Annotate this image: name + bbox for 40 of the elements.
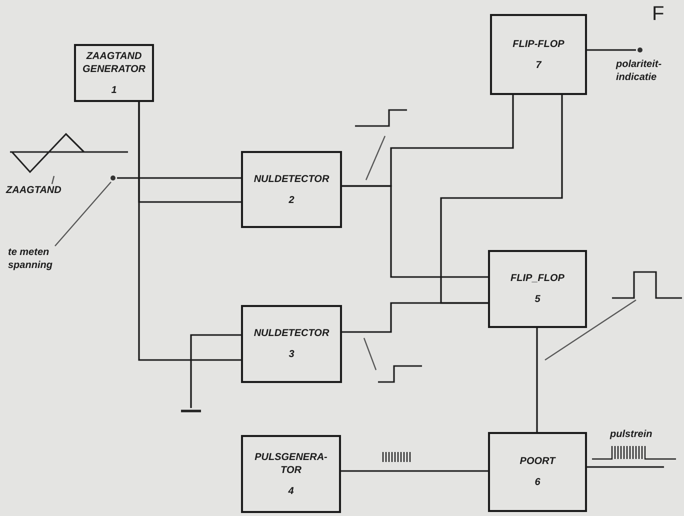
- leader-line: [365, 136, 386, 180]
- terminal-label: polariteit-indicatie: [616, 58, 663, 84]
- wire: [190, 334, 241, 408]
- wire: [117, 177, 241, 179]
- block-title: FLIP_FLOP: [510, 272, 564, 285]
- block-title: NULDETECTOR: [254, 172, 330, 186]
- block-box: [488, 250, 587, 328]
- block-title: PULSGENERA-TOR: [254, 450, 328, 476]
- signal-label: ZAAGTAND: [6, 184, 72, 197]
- signal-label: te meten spanning: [8, 246, 70, 272]
- block-number: 3: [288, 348, 294, 361]
- wire: [342, 185, 488, 278]
- block-box: [74, 44, 154, 102]
- block-number: 4: [288, 484, 294, 498]
- block-title: NULDETECTOR: [254, 327, 330, 340]
- block-number: 5: [534, 293, 540, 306]
- signal-label: pulstrein: [610, 428, 652, 441]
- block-number: 7: [536, 58, 542, 72]
- leader-line: [544, 300, 636, 360]
- wire: [440, 95, 563, 304]
- block-title: FLIP-FLOP: [512, 38, 564, 50]
- wire: [587, 49, 636, 51]
- block-box: [241, 151, 342, 228]
- block-number: 1: [111, 84, 117, 96]
- block-box: [488, 432, 587, 512]
- wire: [536, 328, 538, 432]
- wire: [587, 466, 664, 468]
- figure-letter: F: [652, 2, 664, 26]
- leader-line: [363, 338, 377, 370]
- leader-line: [54, 182, 112, 246]
- block-box: [241, 305, 342, 383]
- block-title: POORT: [520, 455, 556, 468]
- block-title: ZAAGTAND GENERATOR: [82, 50, 146, 76]
- block-box: [241, 435, 341, 513]
- wire: [341, 470, 488, 472]
- wire: [138, 102, 241, 361]
- block-number: 6: [534, 476, 540, 489]
- block-box: [490, 14, 587, 95]
- block-number: 2: [288, 194, 294, 206]
- leader-line: [51, 176, 55, 184]
